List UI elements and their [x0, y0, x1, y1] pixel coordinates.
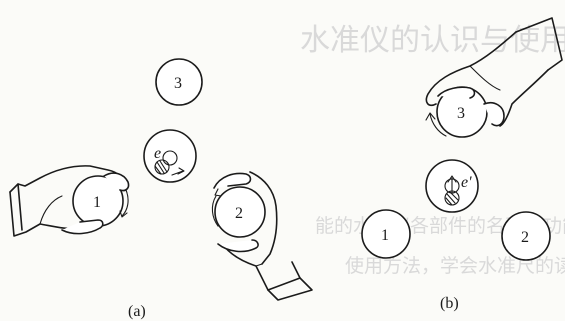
foot-screw-2-a: 2 [215, 187, 265, 237]
caption-b: (b) [440, 295, 459, 312]
foot-screw-1-b: 1 [362, 210, 410, 258]
bubble-label-a: e [154, 145, 161, 162]
foot-screw-2-b: 2 [502, 212, 550, 260]
screw-3-label-a: 3 [174, 75, 182, 92]
circular-level-b: e' [426, 160, 478, 212]
screw-2-label-b: 2 [521, 229, 529, 246]
caption-a: (a) [128, 303, 146, 320]
screw-3-label-b: 3 [457, 105, 465, 122]
foot-screw-3-a: 3 [156, 59, 202, 105]
panel-a: 3 e 1 [10, 59, 312, 320]
bubble-label-b: e' [461, 174, 472, 191]
screw-1-label-a: 1 [93, 194, 101, 211]
screw-1-label-b: 1 [381, 227, 389, 244]
circular-level-a: e [144, 130, 196, 182]
screw-2-label-a: 2 [235, 205, 243, 222]
